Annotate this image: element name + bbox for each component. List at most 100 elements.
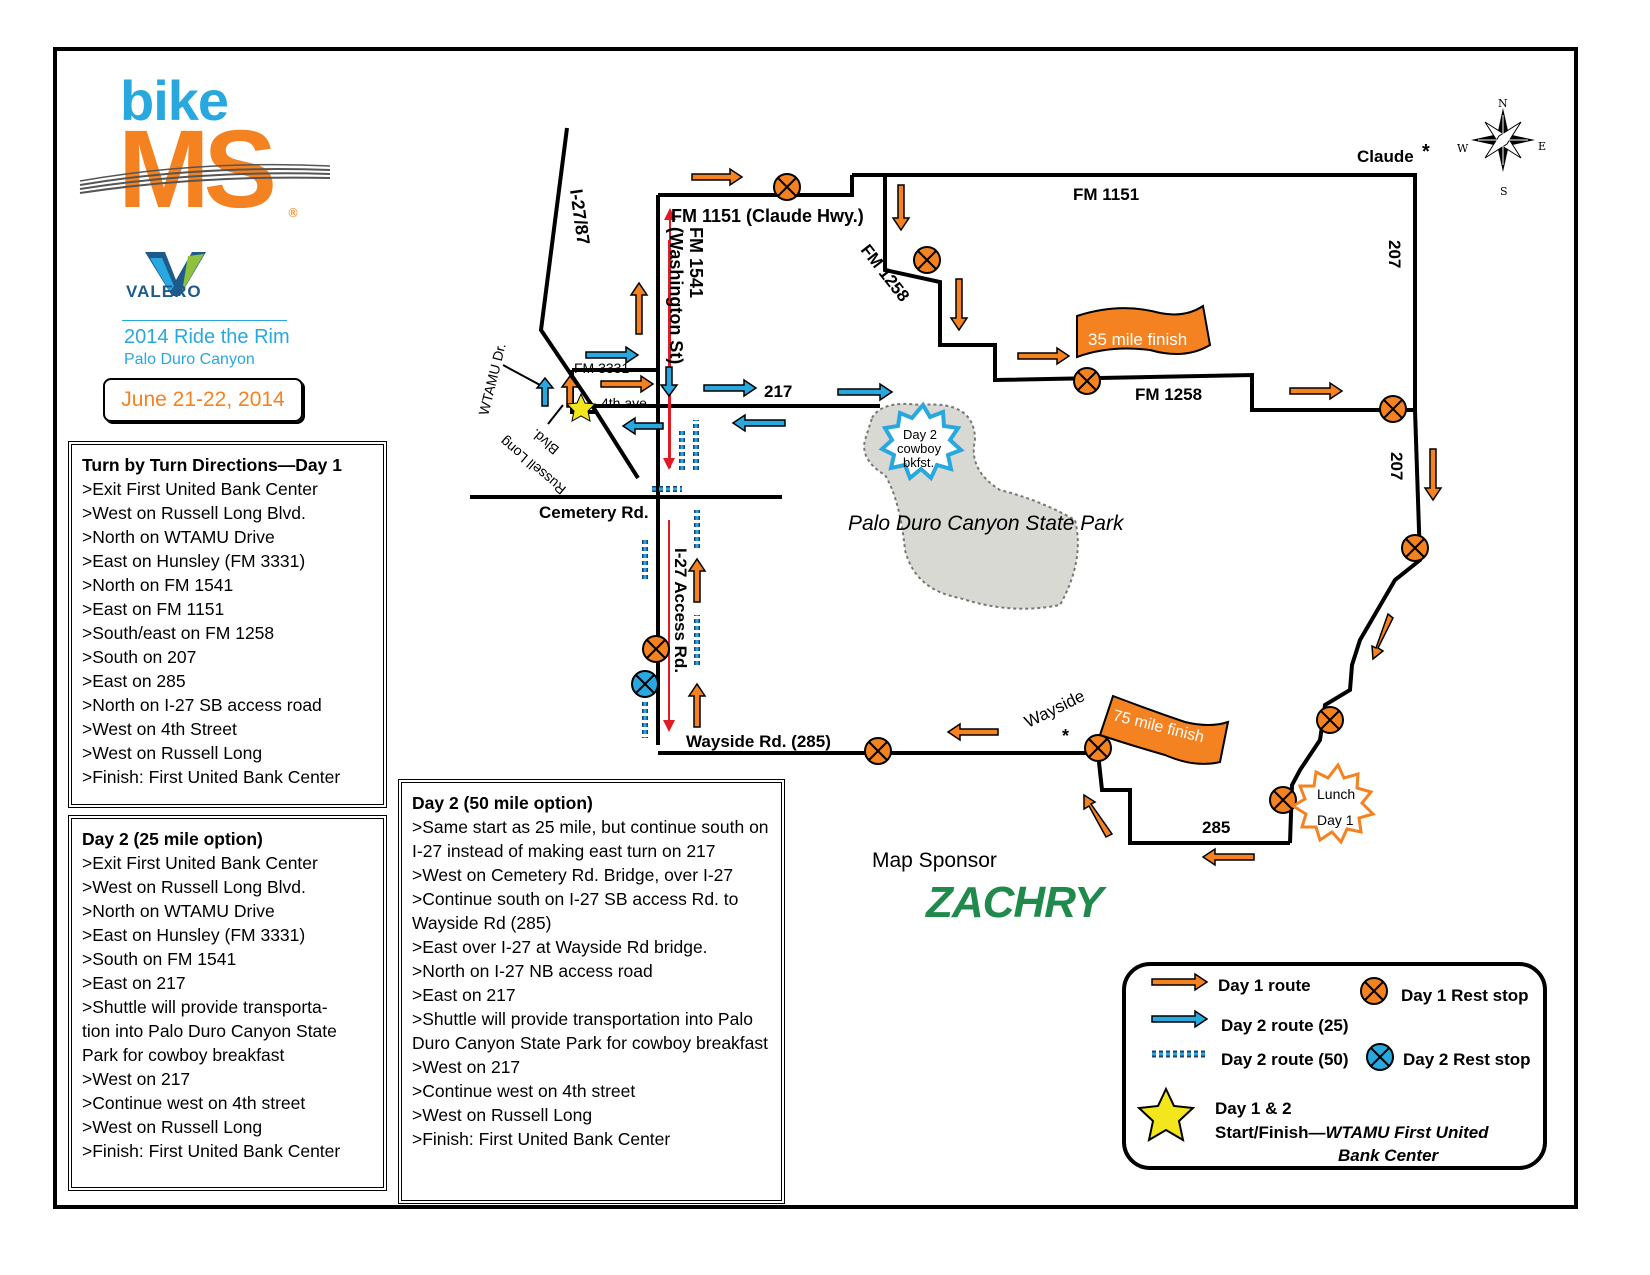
event-subtitle: Palo Duro Canyon <box>124 351 255 368</box>
list-item: >Shuttle will provide transporta- <box>82 997 328 1017</box>
road-207 <box>1288 409 1423 844</box>
list-item: Park for cowboy breakfast <box>82 1045 285 1065</box>
label-285: 285 <box>1202 818 1230 837</box>
list-item: tion into Palo Duro Canyon State <box>82 1021 337 1041</box>
list-item: >North on WTAMU Drive <box>82 527 275 547</box>
legend-day1-arrow-icon <box>1151 972 1209 992</box>
list-item: >East on 217 <box>82 973 186 993</box>
directions-day2-25-heading: Day 2 (25 mile option) <box>82 829 263 849</box>
list-item: >North on I-27 SB access road <box>82 695 322 715</box>
day1-rest-stop-icon <box>773 173 801 201</box>
label-park: Palo Duro Canyon State Park <box>848 512 1125 535</box>
registered-mark: ® <box>287 206 299 220</box>
day1-rest-stop-icon <box>1073 367 1101 395</box>
directions-day2-25-list: >Exit First United Bank Center >West on … <box>82 851 373 1163</box>
list-item: >South/east on FM 1258 <box>82 623 275 643</box>
list-item: >North on I-27 NB access road <box>412 961 653 981</box>
event-title: 2014 Ride the Rim <box>124 326 290 348</box>
day2-arrow <box>837 382 894 402</box>
legend-start-line2: Start/Finish—WTAMU First United <box>1215 1123 1489 1143</box>
legend-day2-route-25: Day 2 route (25) <box>1221 1016 1349 1035</box>
list-item: >East on 217 <box>412 985 516 1005</box>
day1-rest-stop-icon <box>913 246 941 274</box>
valero-wordmark: VALERO <box>126 282 202 301</box>
road-fm1151-east <box>852 173 1417 410</box>
day2-arrow <box>731 413 786 433</box>
label-207-b: 207 <box>1387 452 1406 480</box>
day2-route-arrows <box>535 345 894 436</box>
list-item: >East on Hunsley (FM 3331) <box>82 551 306 571</box>
day1-rest-stop-icon <box>642 635 670 663</box>
label-i27-access: I-27 Access Rd. <box>671 548 690 673</box>
bike-ms-logo-bike: bike <box>120 69 229 132</box>
list-item: >South on 207 <box>82 647 197 667</box>
label-cowboy-2: cowboy <box>897 441 942 456</box>
day1-arrow <box>1201 847 1255 867</box>
directions-day1-list: >Exit First United Bank Center >West on … <box>82 477 373 789</box>
label-claude: Claude <box>1357 147 1414 166</box>
label-217: 217 <box>764 382 792 401</box>
directions-day1-heading: Turn by Turn Directions—Day 1 <box>82 455 342 475</box>
label-washington: (Washington St) <box>666 227 686 364</box>
road-285 <box>658 751 1290 845</box>
day1-arrow <box>691 167 744 187</box>
list-item: >West on 217 <box>82 1069 191 1089</box>
label-fm3331: FM 3331 <box>574 360 629 376</box>
day2-arrow <box>703 378 758 398</box>
label-lunch-1: Lunch <box>1317 786 1355 802</box>
road-fm1258 <box>883 175 1415 412</box>
day1-rest-stops <box>642 173 1429 814</box>
legend-star-icon <box>1136 1086 1196 1143</box>
lunch-burst-icon <box>1290 762 1376 845</box>
day1-arrow <box>946 722 999 742</box>
day1-arrow <box>1423 448 1443 502</box>
label-i27-87: I-27/87 <box>566 188 594 246</box>
label-compass-s: S <box>1500 185 1508 198</box>
day2-arrow <box>621 416 664 436</box>
list-item: >North on WTAMU Drive <box>82 901 275 921</box>
day1-rest-stop-icon <box>1084 734 1112 762</box>
day1-rest-stop-icon <box>1269 786 1297 814</box>
label-finish-35: 35 mile finish <box>1088 330 1187 349</box>
label-compass-n: N <box>1498 97 1508 110</box>
list-item: >West on 217 <box>412 1057 521 1077</box>
list-item: >West on Cemetery Rd. Bridge, over I-27 <box>412 865 734 885</box>
legend-start-prefix: Start/Finish— <box>1215 1123 1326 1142</box>
label-claude-star: * <box>1422 141 1430 163</box>
day1-rest-stop-icon <box>1379 395 1407 423</box>
day2-arrow <box>585 345 640 365</box>
label-wayside-rd: Wayside Rd. (285) <box>686 732 831 751</box>
label-lunch-2: Day 1 <box>1317 812 1354 828</box>
logo-divider <box>122 320 287 321</box>
day2-arrow <box>535 376 555 407</box>
map-sponsor-label: Map Sponsor <box>872 849 997 872</box>
day1-arrow <box>687 682 707 728</box>
legend-start-place: WTAMU First United <box>1325 1123 1489 1142</box>
day1-arrow <box>1017 346 1071 366</box>
day2-50-route-arrows-fill <box>643 420 699 738</box>
list-item: >Continue west on 4th street <box>82 1093 306 1113</box>
list-item: >West on Russell Long Blvd. <box>82 503 306 523</box>
list-item: >North on FM 1541 <box>82 575 234 595</box>
list-item: >East on Hunsley (FM 3331) <box>82 925 306 945</box>
list-item: >East on FM 1151 <box>82 599 225 619</box>
directions-day1: Turn by Turn Directions—Day 1 >Exit Firs… <box>68 441 387 808</box>
label-cemetery: Cemetery Rd. <box>539 503 649 522</box>
day1-arrow <box>629 281 649 335</box>
finish-35-flag <box>1076 304 1212 359</box>
day1-rest-stop-icon <box>864 737 892 765</box>
list-item: >Continue west on 4th street <box>412 1081 636 1101</box>
compass-rose-icon <box>1471 108 1535 172</box>
label-4th-ave: 4th ave <box>601 395 647 411</box>
legend-start-line3: Bank Center <box>1338 1146 1439 1165</box>
cowboy-breakfast-burst-icon <box>878 401 965 482</box>
list-item: >Continue south on I-27 SB access Rd. to… <box>412 889 739 933</box>
map-frame <box>53 47 1578 1209</box>
day1-rest-stop-icon <box>1401 534 1429 562</box>
road-i27-87 <box>538 127 640 480</box>
label-wayside-star: * <box>1062 726 1069 746</box>
zachry-logo: ZACHRY <box>926 878 1104 927</box>
directions-day2-50-heading: Day 2 (50 mile option) <box>412 793 593 813</box>
label-fm1151: FM 1151 <box>1073 185 1139 204</box>
